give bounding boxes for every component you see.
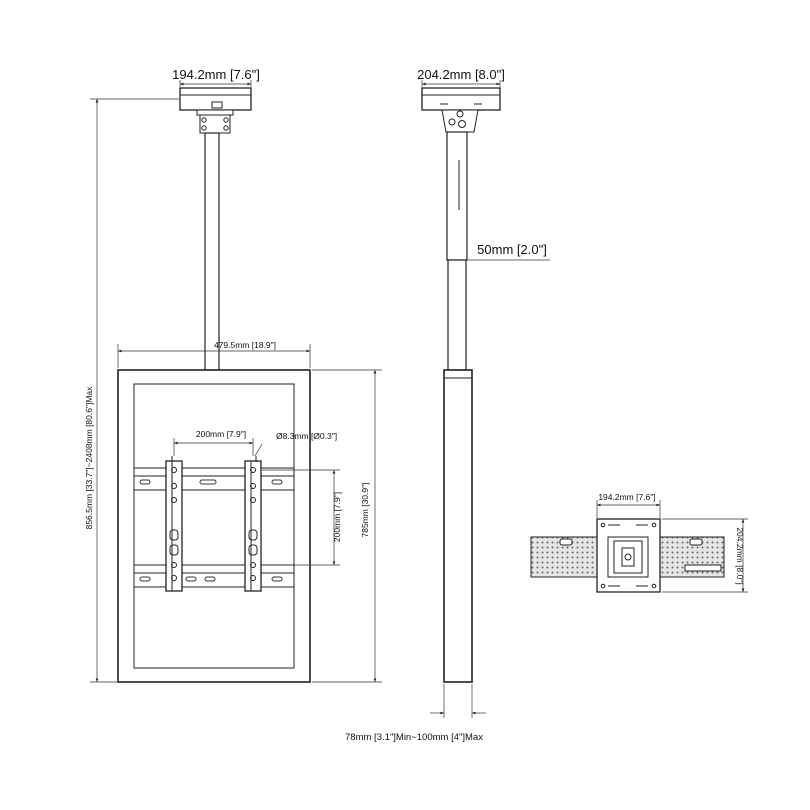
dim-wall-distance: 78mm [3.1"]Min~100mm [4"]Max bbox=[345, 732, 483, 743]
side-dimensions bbox=[421, 80, 550, 718]
pole-side-lower bbox=[447, 259, 467, 371]
top-dimensions bbox=[596, 500, 748, 593]
dim-overall-height: 856.5mm [33.7"]~2408mm [80.6"]Max bbox=[84, 386, 94, 530]
dim-frame-height: 785mm [30.9"] bbox=[360, 483, 370, 538]
dim-front-ceiling-plate-width: 194.2mm [7.6"] bbox=[172, 67, 260, 82]
top-view bbox=[530, 518, 725, 593]
dim-pole-diameter: 50mm [2.0"] bbox=[477, 242, 547, 257]
dim-top-plate-depth: 204.2mm [8.0"] bbox=[735, 527, 745, 584]
vesa-bracket-right bbox=[244, 456, 262, 592]
ceiling-plate-front bbox=[179, 87, 252, 134]
dim-vesa-vertical: 200mm [7.9"] bbox=[332, 492, 342, 542]
outer-frame bbox=[117, 369, 311, 683]
lower-rail bbox=[133, 564, 295, 588]
pole-side-upper bbox=[446, 131, 468, 261]
dim-side-ceiling-plate-depth: 204.2mm [8.0"] bbox=[417, 67, 505, 82]
dim-frame-width: 479.5mm [18.9"] bbox=[214, 340, 276, 350]
side-view bbox=[421, 87, 501, 683]
front-view bbox=[117, 87, 311, 683]
upper-rail bbox=[133, 467, 295, 491]
dim-top-plate-width: 194.2mm [7.6"] bbox=[598, 492, 655, 502]
ceiling-plate-side bbox=[421, 87, 501, 133]
vesa-bracket-left bbox=[165, 456, 183, 592]
dim-hole-diameter: Ø8.3mm [Ø0.3"] bbox=[276, 431, 337, 441]
pole-front bbox=[204, 132, 220, 371]
front-dimensions bbox=[90, 80, 382, 683]
dim-vesa-horizontal: 200mm [7.9"] bbox=[196, 429, 246, 439]
display-side bbox=[443, 369, 473, 683]
